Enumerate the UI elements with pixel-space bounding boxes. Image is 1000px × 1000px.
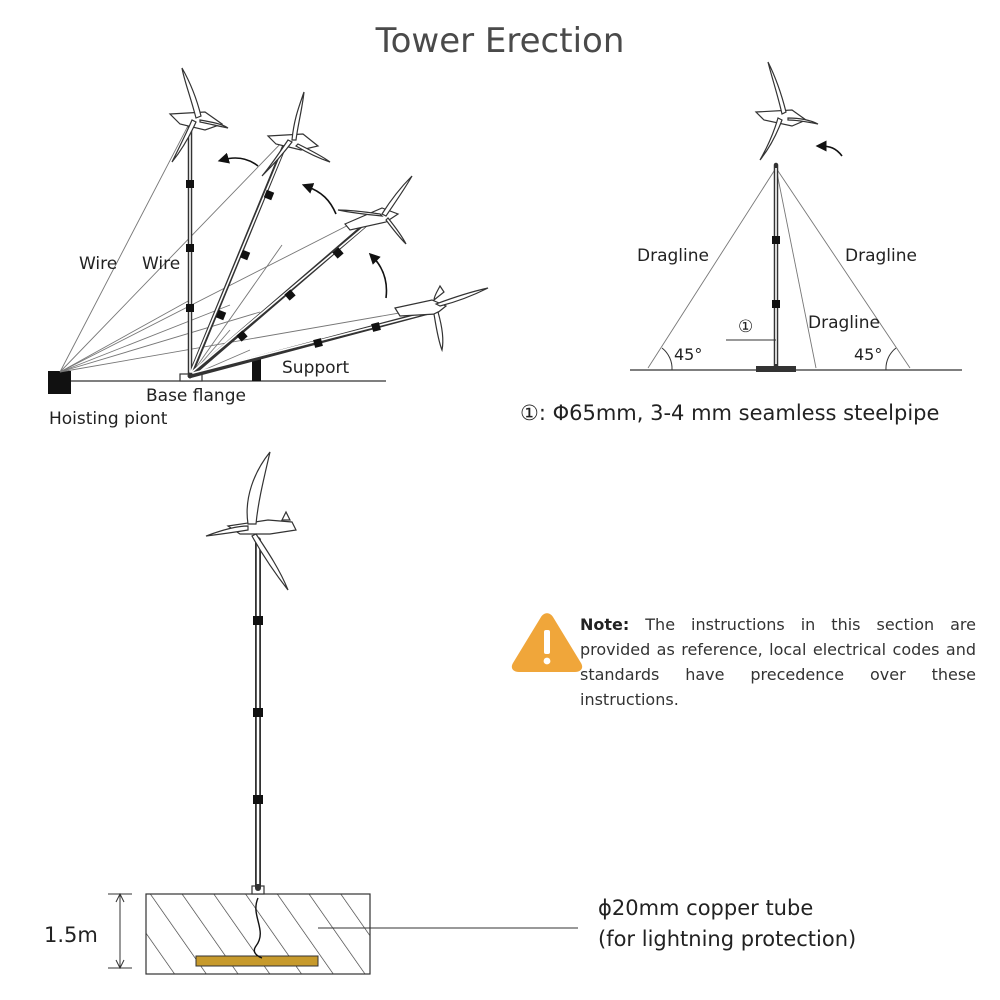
- pole-joints: [186, 180, 381, 348]
- dragline-label-left: Dragline: [637, 246, 709, 266]
- lightning-protection-label: (for lightning protection): [598, 927, 856, 951]
- note-text: Note: The instructions in this section a…: [580, 612, 976, 712]
- turbine-stage1: [168, 67, 229, 163]
- support-label: Support: [282, 358, 350, 378]
- turbine-stage3: [337, 175, 413, 245]
- angle-arc-left: [661, 347, 673, 371]
- hoisting-point-label: Hoisting piont: [49, 409, 168, 429]
- pole-joints: [253, 616, 263, 804]
- dragline-diagram: Dragline Dragline Dragline 45° 45° ① ①: …: [520, 61, 962, 425]
- copper-tube: [195, 955, 319, 967]
- depth-dimension: [108, 892, 132, 970]
- pole-joints: [772, 236, 780, 308]
- page-title: Tower Erection: [375, 21, 625, 61]
- wire-label-2: Wire: [142, 254, 180, 274]
- turbine-installed: [205, 451, 297, 591]
- pipe-marker: ①: [738, 317, 753, 337]
- hoisting-diagram: Wire Wire Support Base flange Hoisting p…: [48, 67, 489, 429]
- turbine-stage4: [394, 284, 489, 353]
- note-label: Note:: [580, 615, 630, 634]
- angle-label-left: 45°: [674, 345, 702, 364]
- installed-tower-diagram: 1.5m ϕ20mm copper tube (for lightning pr…: [44, 451, 856, 975]
- warning-triangle-icon: [511, 613, 583, 672]
- turbine-stage2: [261, 91, 331, 177]
- note-body: The instructions in this section are pro…: [580, 615, 976, 709]
- pipe-spec-text: ①: Φ65mm, 3-4 mm seamless steelpipe: [520, 401, 939, 425]
- wire-label-1: Wire: [79, 254, 117, 274]
- copper-tube-label: ϕ20mm copper tube: [598, 896, 813, 920]
- angle-arc-right: [885, 347, 897, 371]
- depth-label: 1.5m: [44, 923, 98, 947]
- curved-arrow-icon: [815, 140, 843, 157]
- dragline-label-right: Dragline: [845, 246, 917, 266]
- support-post: [252, 358, 261, 381]
- dragline-label-mid: Dragline: [808, 313, 880, 333]
- ground-wire: [253, 897, 263, 959]
- hoisting-point-block: [48, 371, 71, 394]
- base-flange-label: Base flange: [146, 386, 246, 406]
- dragline-lines: [647, 167, 911, 369]
- turbine-top: [754, 61, 819, 161]
- angle-label-right: 45°: [854, 345, 882, 364]
- curved-arrow-icon: [217, 152, 388, 299]
